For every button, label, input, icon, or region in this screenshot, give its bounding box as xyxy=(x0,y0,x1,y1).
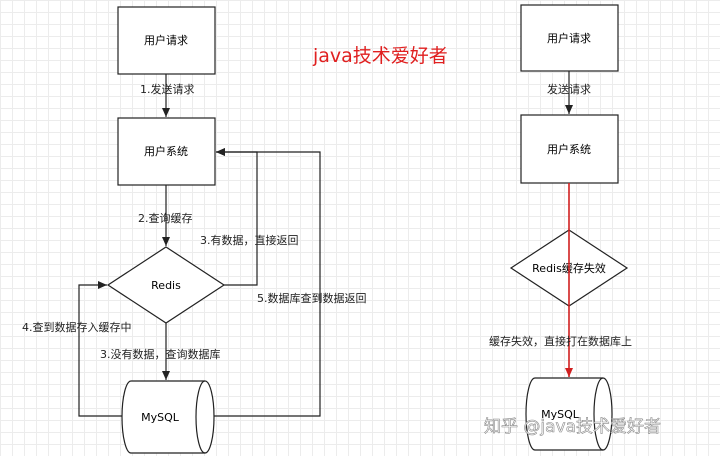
right-user-request-box xyxy=(520,4,619,72)
right-mysql-cylinder xyxy=(525,377,613,451)
mysql-label: MySQL xyxy=(141,411,180,424)
mysql-cylinder xyxy=(121,380,215,454)
right-direct-db-label: 缓存失效，直接打在数据库上 xyxy=(489,334,632,348)
arrow-db-return xyxy=(214,148,321,417)
right-user-system-box xyxy=(520,114,619,184)
right-send-request-label: 发送请求 xyxy=(547,82,591,96)
step3-miss-label: 3.没有数据，查询数据库 xyxy=(100,347,221,361)
right-mysql-label: MySQL xyxy=(541,408,580,421)
right-flow: 用户请求 发送请求 用户系统 Redis缓存失效 MySQL 缓存失效，直接打在… xyxy=(489,4,632,451)
step1-label: 1.发送请求 xyxy=(140,82,195,96)
user-system-box xyxy=(117,117,216,186)
right-user-system-label: 用户系统 xyxy=(547,142,591,156)
user-request-box xyxy=(117,6,216,75)
step4-label: 4.查到数据存入缓存中 xyxy=(22,320,132,334)
step2-label: 2.查询缓存 xyxy=(138,211,193,225)
left-flow: 用户请求 1.发送请求 用户系统 2.查询缓存 Redis 3.有数据，直接返回… xyxy=(22,6,367,454)
watermark: 知乎 @java技术爱好者 xyxy=(484,417,661,437)
brand-title: java技术爱好者 xyxy=(312,45,448,67)
user-request-label: 用户请求 xyxy=(144,33,188,47)
step5-label: 5.数据库查到数据返回 xyxy=(257,291,367,305)
user-system-label: 用户系统 xyxy=(144,144,188,158)
redis-label: Redis xyxy=(151,279,181,292)
step3-hit-label: 3.有数据，直接返回 xyxy=(200,233,299,247)
arrow-cache-hit-return xyxy=(216,148,258,286)
arrow-store-cache xyxy=(78,281,122,417)
right-user-request-label: 用户请求 xyxy=(547,31,591,45)
